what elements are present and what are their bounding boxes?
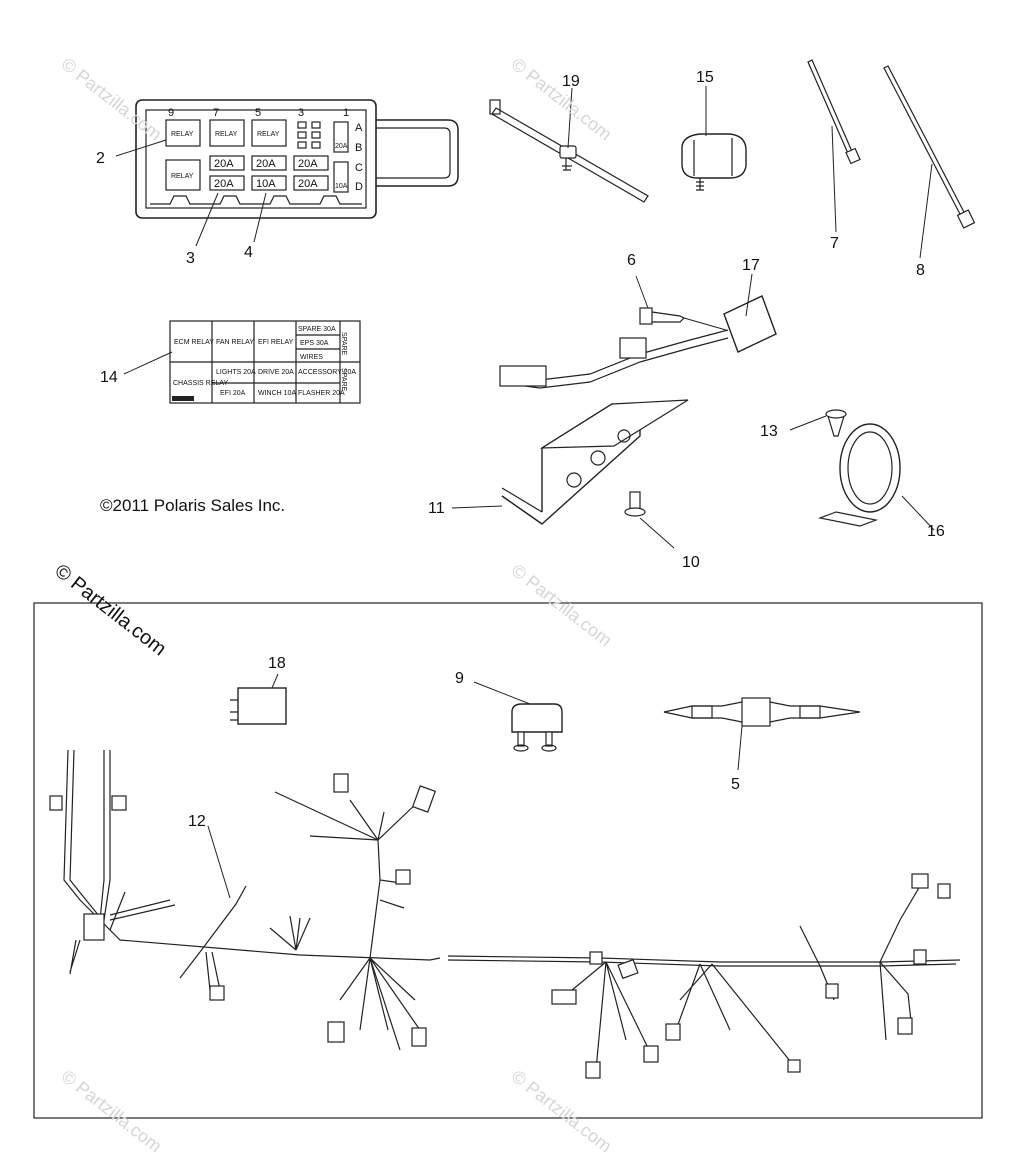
relay — [230, 673, 287, 725]
callout-13: 13 — [760, 423, 778, 440]
fuse-row-letter: D — [355, 181, 363, 193]
callout-6: 6 — [627, 252, 636, 269]
callout-9: 9 — [455, 670, 464, 687]
callout-12: 12 — [188, 813, 206, 830]
relay-label: RELAY — [215, 131, 238, 138]
cable-tie-long — [807, 59, 861, 233]
label-cell: SPARE — [340, 368, 347, 392]
wire-harness-left — [49, 749, 441, 1051]
screw — [789, 409, 847, 437]
push-clip — [681, 86, 747, 191]
callout-group: 2 3 4 5 6 7 8 9 10 11 12 13 14 15 16 17 … — [96, 69, 945, 830]
callout-19: 19 — [562, 73, 580, 90]
fuse-rating: 20A — [256, 158, 276, 170]
fuse-rating: 10A — [256, 178, 276, 190]
circuit-breaker — [473, 681, 563, 752]
fuse-rating: 20A — [298, 158, 318, 170]
callout-7: 7 — [830, 235, 839, 252]
label-cell: EFI 20A — [220, 390, 246, 397]
relay-label: RELAY — [171, 173, 194, 180]
callout-5: 5 — [731, 776, 740, 793]
callout-16: 16 — [927, 523, 945, 540]
fuse-row-letter: B — [355, 142, 362, 154]
bolt — [635, 275, 686, 325]
callout-11: 11 — [428, 500, 445, 517]
callout-18: 18 — [268, 655, 286, 672]
label-cell: WIRES — [300, 354, 323, 361]
label-cell: FAN RELAY — [216, 339, 254, 346]
relay-label: RELAY — [171, 131, 194, 138]
fuse-row-letter: C — [355, 162, 363, 174]
fuse-row-letter: A — [355, 122, 363, 134]
label-cell: SPARE — [340, 332, 347, 356]
label-cell: CHASSIS RELAY — [173, 380, 228, 387]
fuse-label-card: ECM RELAY FAN RELAY EFI RELAY SPARE 30A … — [123, 320, 361, 404]
label-cell: EFI RELAY — [258, 339, 294, 346]
copyright-text: ©2011 Polaris Sales Inc. — [100, 496, 286, 515]
side-fuse-rating: 20A — [335, 143, 348, 150]
label-cell: ACCESSORY 20A — [298, 369, 356, 376]
callout-2: 2 — [96, 150, 105, 167]
callout-17: 17 — [742, 257, 760, 274]
label-cell: ECM RELAY — [174, 339, 214, 346]
label-cell: DRIVE 20A — [258, 369, 294, 376]
callout-10: 10 — [682, 554, 700, 571]
callout-4: 4 — [244, 244, 253, 261]
label-cell: SPARE 30A — [298, 326, 336, 333]
kit-frame — [33, 602, 983, 1119]
label-cell: LIGHTS 20A — [216, 369, 256, 376]
push-rivet — [624, 491, 675, 549]
cable-tie-long — [883, 65, 976, 259]
fuse-rating: 20A — [214, 158, 234, 170]
p-clamp — [817, 423, 935, 531]
fuse-rating: 20A — [214, 178, 234, 190]
callout-3: 3 — [186, 250, 195, 267]
harness-adapter — [499, 273, 777, 389]
fuse-box: 9 7 5 3 1 A B C D RELAY RELAY RELAY RELA… — [115, 99, 459, 247]
wire-harness-right — [447, 873, 961, 1079]
fuse-slot-number: 1 — [343, 107, 349, 119]
fuse-slot-number: 7 — [213, 107, 219, 119]
fuse-slot-number: 5 — [255, 107, 261, 119]
fuse-slot-number: 3 — [298, 107, 304, 119]
label-cell: EPS 30A — [300, 340, 329, 347]
callout-14: 14 — [100, 369, 118, 386]
callout-15: 15 — [696, 69, 714, 86]
cable-tie-clip — [489, 87, 649, 203]
label-cell: FLASHER 20A — [298, 390, 345, 397]
side-fuse-rating: 10A — [335, 183, 348, 190]
fuse-rating: 20A — [298, 178, 318, 190]
relay-label: RELAY — [257, 131, 280, 138]
mounting-bracket — [451, 399, 689, 525]
fuse-slot-number: 9 — [168, 107, 174, 119]
inline-fuse-holder — [663, 697, 861, 771]
callout-8: 8 — [916, 262, 925, 279]
label-cell: WINCH 10A — [258, 390, 296, 397]
